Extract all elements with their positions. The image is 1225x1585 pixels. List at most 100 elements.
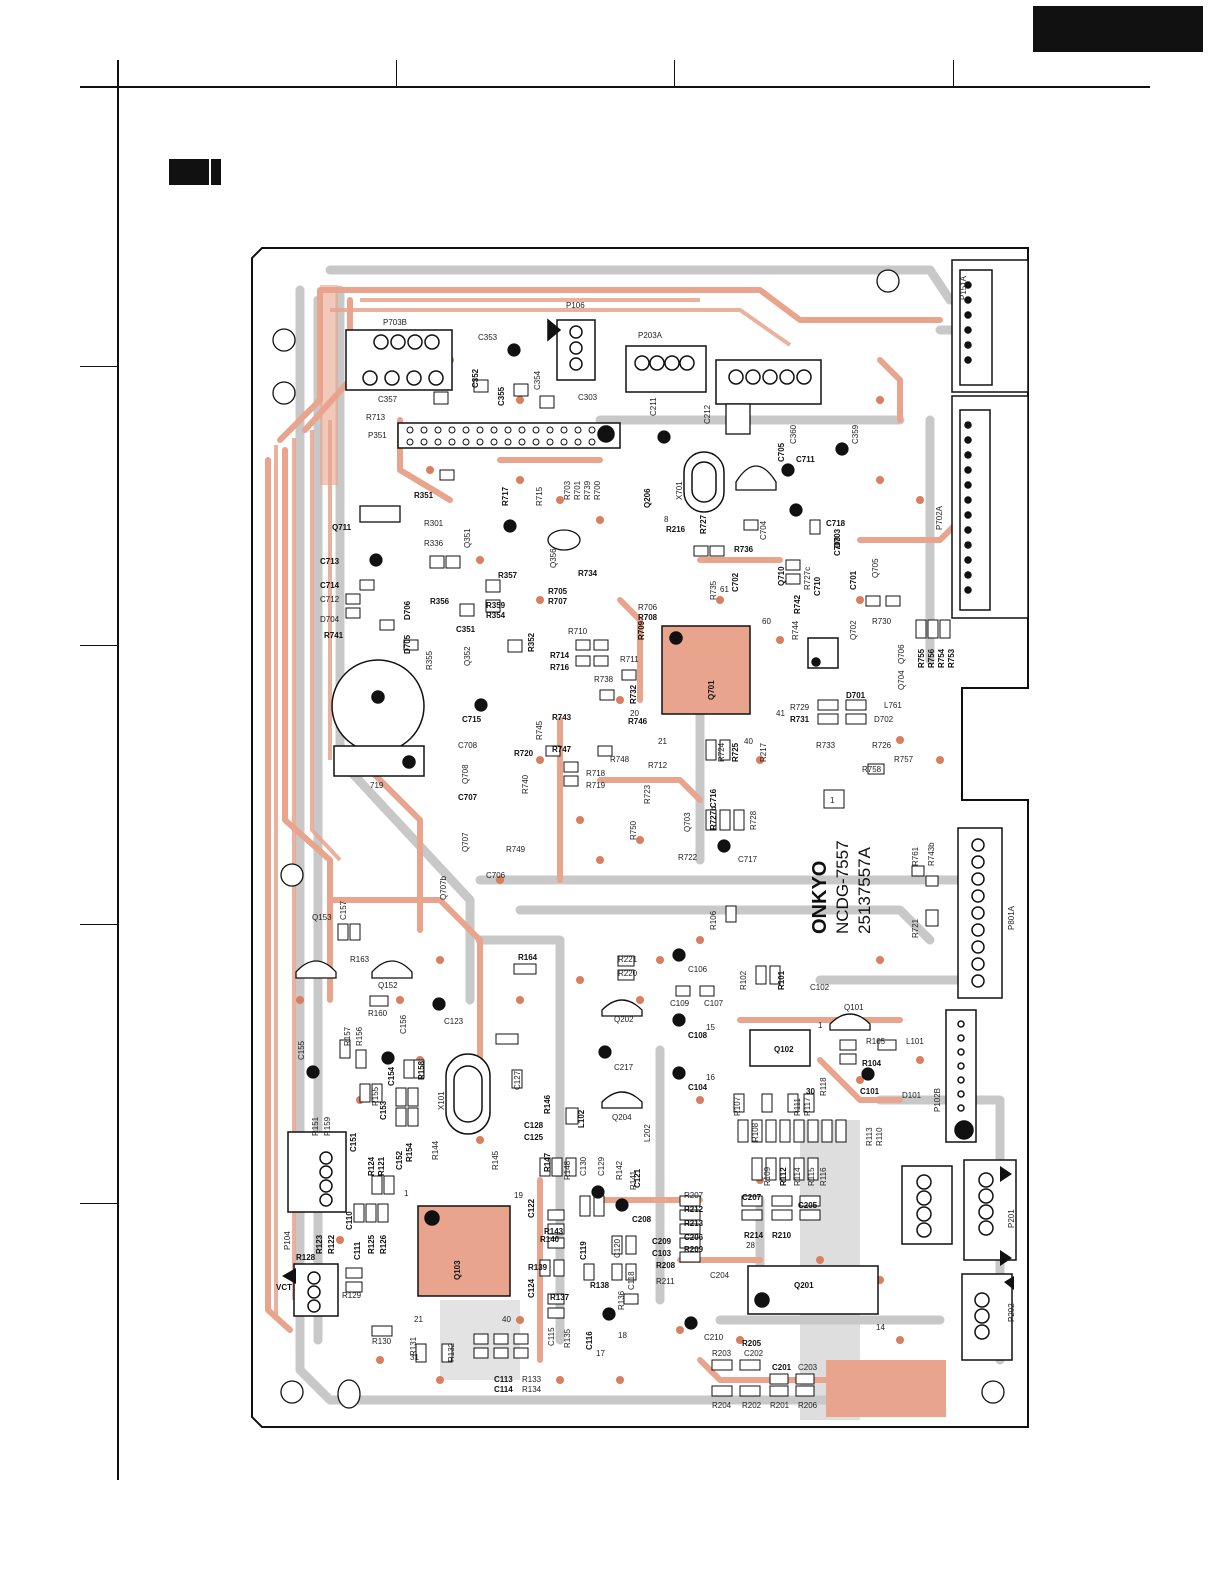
label-r712: R712 — [648, 761, 668, 770]
label-r733: R733 — [816, 741, 836, 750]
frame-tick-1 — [396, 60, 397, 87]
label-c114: C114 — [494, 1385, 513, 1394]
label-r148: R148 — [563, 1160, 572, 1180]
ic-q102 — [749, 1029, 811, 1067]
label-c115: C115 — [547, 1327, 556, 1346]
label-c128: C128 — [524, 1121, 544, 1130]
label-c153: C153 — [379, 1100, 388, 1120]
label-r706: R706 — [638, 603, 658, 612]
label-c716: C716 — [709, 788, 718, 808]
connector-p106 — [547, 318, 596, 381]
label-r220: R220 — [618, 969, 638, 978]
label-719: 719 — [370, 781, 384, 790]
model-text: NCDG-7557 — [833, 840, 852, 934]
label-r749: R749 — [506, 845, 526, 854]
label-r743b: R743b — [927, 842, 936, 866]
label-r720: R720 — [514, 749, 534, 758]
label-c707: C707 — [458, 793, 478, 802]
frame-tick-2 — [674, 60, 675, 87]
label-r147: R147 — [543, 1152, 552, 1172]
label-17: 17 — [596, 1349, 605, 1358]
connector-p702a — [951, 395, 1029, 619]
label-p703b: P703B — [383, 318, 407, 327]
label-p106: P106 — [566, 301, 585, 310]
label-r144: R144 — [431, 1140, 440, 1160]
label-r217: R217 — [759, 742, 768, 762]
label-r743: R743 — [552, 713, 572, 722]
label-c701: C701 — [849, 570, 858, 590]
label-c711: C711 — [796, 455, 815, 464]
label-r141: R141 — [629, 1170, 638, 1190]
label-c705: C705 — [777, 442, 786, 462]
label-c210: C210 — [704, 1333, 724, 1342]
label-r125: R125 — [367, 1234, 376, 1254]
label-q206: Q206 — [643, 488, 652, 508]
frame-row-tick-1 — [80, 366, 118, 367]
label-c717: C717 — [738, 855, 758, 864]
large-capacitor — [331, 659, 425, 777]
label-r113: R113 — [865, 1127, 874, 1146]
connector-5pin — [715, 359, 822, 405]
label-r134: R134 — [522, 1385, 542, 1394]
label-r746: R746 — [628, 717, 648, 726]
label-19: 19 — [514, 1191, 523, 1200]
label-q202: Q202 — [614, 1015, 634, 1024]
label-r717: R717 — [501, 486, 510, 506]
label-r216: R216 — [666, 525, 686, 534]
frame-top-horizontal-rule — [80, 86, 1150, 88]
label-p203a: P203A — [638, 331, 663, 340]
label-p351: P351 — [368, 431, 387, 440]
label-c118: C118 — [627, 1271, 636, 1290]
label-p801a: P801A — [1007, 905, 1016, 930]
label-q708: Q708 — [461, 764, 470, 784]
label-30: 30 — [806, 1087, 815, 1096]
crystal-x101 — [445, 1053, 491, 1135]
label-r736: R736 — [734, 545, 754, 554]
label-r709: R709 — [637, 620, 646, 640]
label-r351: R351 — [414, 491, 434, 500]
label-r757: R757 — [894, 755, 914, 764]
label-r106: R106 — [709, 910, 718, 930]
label-d702: D702 — [874, 715, 894, 724]
label-c217: C217 — [614, 1063, 634, 1072]
label-q706: Q706 — [897, 644, 906, 664]
label-r301: R301 — [424, 519, 444, 528]
label-r209: R209 — [684, 1245, 704, 1254]
label-c712: C712 — [320, 595, 340, 604]
label-c713: C713 — [320, 557, 340, 566]
side-marker-text: 1 — [830, 796, 835, 805]
label-r117: R117 — [803, 1097, 812, 1116]
label-r212: R212 — [684, 1205, 704, 1214]
label-r202: R202 — [742, 1401, 762, 1410]
label-d701: D701 — [846, 691, 866, 700]
label-p102b: P102B — [933, 1088, 942, 1112]
label-r126: R126 — [379, 1234, 388, 1254]
label-40: 40 — [502, 1315, 511, 1324]
label-c106: C106 — [688, 965, 708, 974]
label-r111: R111 — [793, 1098, 802, 1116]
label-r707: R707 — [548, 597, 568, 606]
label-c201: C201 — [772, 1363, 792, 1372]
label-c715: C715 — [462, 715, 482, 724]
label-c122: C122 — [527, 1198, 536, 1218]
label-r156: R156 — [355, 1026, 364, 1046]
label-r714: R714 — [550, 651, 570, 660]
label-c127: C127 — [513, 1070, 522, 1090]
label-r159: R159 — [323, 1116, 332, 1136]
label-r133: R133 — [522, 1375, 542, 1384]
label-c121: C121 — [633, 1168, 642, 1188]
label-r742: R742 — [793, 594, 802, 614]
label-c157: C157 — [339, 900, 348, 920]
label-r142: R142 — [615, 1160, 624, 1180]
label-c113: C113 — [494, 1375, 513, 1384]
label-r158: R158 — [417, 1060, 426, 1080]
label-c354: C354 — [533, 370, 542, 390]
label-r205: R205 — [742, 1339, 762, 1348]
frame-row-tick-4 — [80, 1203, 118, 1204]
label-r741: R741 — [324, 631, 344, 640]
label-r129: R129 — [342, 1291, 362, 1300]
label-r700: R700 — [593, 480, 602, 500]
label-r731: R731 — [790, 715, 810, 724]
label-r705: R705 — [548, 587, 568, 596]
label-c357: C357 — [378, 395, 398, 404]
